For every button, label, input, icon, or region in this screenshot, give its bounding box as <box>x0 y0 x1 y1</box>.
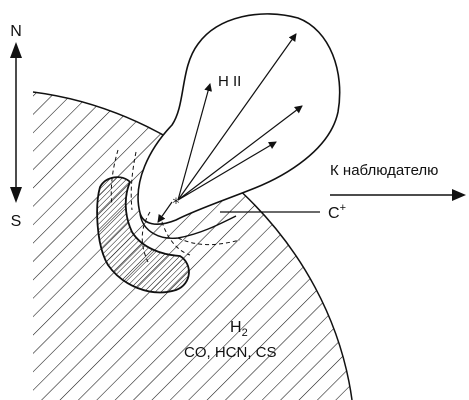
south-label: S <box>11 213 22 230</box>
exciting-star: * <box>173 196 180 212</box>
north-label: N <box>10 23 22 40</box>
observer-arrow <box>330 189 466 201</box>
north-south-arrow <box>10 42 22 203</box>
hii-region <box>138 14 340 224</box>
molecules-label: CO, HCN, CS <box>184 344 277 361</box>
hii-label: H II <box>218 73 241 90</box>
observer-label: К наблюдателю <box>330 162 438 179</box>
c-plus-label: C+ <box>328 202 346 222</box>
